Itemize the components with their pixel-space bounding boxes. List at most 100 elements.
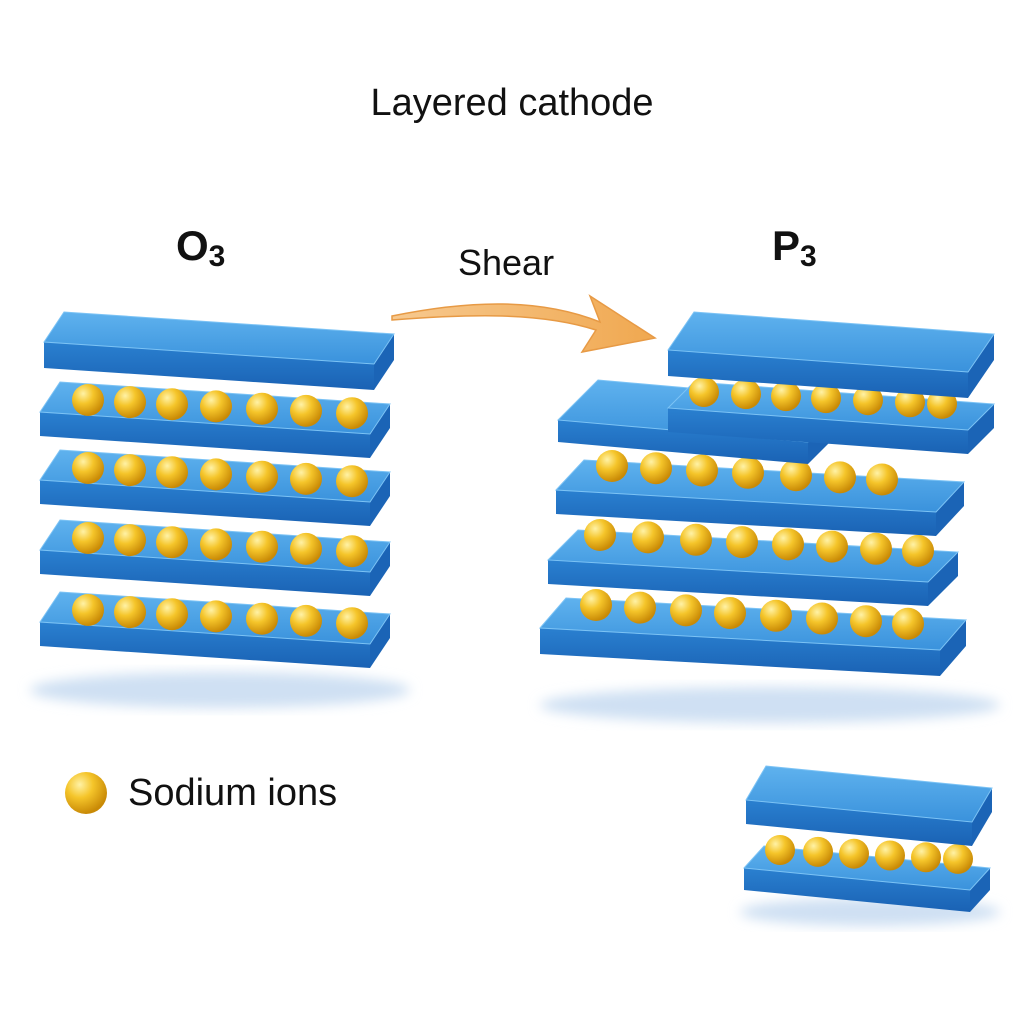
o3-layer-3-ion-5: [290, 462, 322, 495]
o3-slab-top: [43, 311, 395, 390]
p3-slab-top-side: [968, 334, 994, 398]
p3-slab-4b-front: [668, 408, 968, 454]
small-layer-ion-5: [943, 843, 973, 874]
o3-layer-4-ion-3: [200, 390, 232, 423]
o3-slab-top-front: [44, 342, 374, 390]
p3-layer-1-ion-5: [806, 602, 838, 635]
small-slab-top-top: [745, 765, 993, 823]
p3-layer-4-ion-2: [771, 381, 801, 412]
o3-slab-1-front: [40, 622, 370, 668]
p3-layer-3-ion-1: [640, 452, 672, 485]
o3-layer-4-ion-6: [336, 397, 368, 430]
p3-layer-2-ion-1: [632, 521, 664, 554]
small-slab-top-front: [746, 800, 972, 846]
legend-ion-icon: [65, 772, 107, 814]
p3-layer-1-ion-2: [670, 594, 702, 627]
o3-layer-2-ion-3: [200, 528, 232, 561]
small-layer-ion-1: [803, 836, 833, 867]
diagram-title: Layered cathode: [370, 82, 654, 124]
p3-layer-1-ion-7: [892, 607, 924, 640]
o3-layer-1-ion-6: [336, 607, 368, 640]
o3-layer-2-ion-2: [156, 526, 188, 559]
small-layer-ion-2: [839, 838, 869, 869]
legend-label: Sodium ions: [128, 772, 338, 814]
p3-layer-4-ion-0: [689, 377, 719, 407]
p3-layer-4-ion-5: [895, 387, 925, 418]
small-slab-top: [745, 765, 993, 846]
p3-layer-2-ion-0: [584, 519, 616, 551]
p3-layer-1-ion-1: [624, 591, 656, 624]
p3-layer-3-ion-5: [824, 461, 856, 494]
p3-slab-top: [667, 311, 995, 398]
o3-layer-1-ion-2: [156, 598, 188, 631]
o3-layer-4-ion-5: [290, 394, 322, 427]
o3-layer-4-ion-1: [114, 386, 146, 419]
o3-slab-2-front: [40, 550, 370, 596]
p3-shadow: [540, 687, 1000, 723]
p3-layer-2-ion-6: [860, 532, 892, 565]
p3-slab-4-front: [558, 420, 808, 464]
o3-layer-3-ion-4: [246, 460, 278, 493]
o3-slab-top-side: [374, 334, 394, 390]
o3-layer-3-ion-6: [336, 465, 368, 498]
o3-slab-4-side: [370, 404, 390, 458]
small-slab-bottom-front: [744, 868, 970, 912]
p3-slab-3-front: [556, 490, 936, 536]
o3-layer-2-ion-6: [336, 535, 368, 568]
p3-layer-1-ion-0: [580, 589, 612, 621]
p3-layer-4-ion-1: [731, 379, 761, 410]
small-layer-ion-3: [875, 840, 905, 871]
p3-slab-4b-side: [968, 404, 994, 454]
p3-layer-2-ion-4: [772, 528, 804, 561]
o3-shadow: [30, 672, 410, 708]
p3-slab-1-front: [540, 628, 940, 676]
p3-slab-2-side: [928, 552, 958, 606]
o3-layer-3-ion-2: [156, 456, 188, 489]
o3-slab-2-side: [370, 542, 390, 596]
o3-layer-1-ion-5: [290, 604, 322, 637]
small-slab-bottom-side: [970, 868, 990, 912]
p3-layer-3-ion-6: [866, 463, 898, 496]
o3-layer-2-ion-5: [290, 532, 322, 565]
o3-slab-3-side: [370, 472, 390, 526]
p3-stack: [538, 311, 996, 676]
o3-layer-2-ion-1: [114, 524, 146, 557]
p3-layer-2-ion-7: [902, 534, 934, 567]
small-layer-ion-4: [911, 842, 941, 873]
p3-layer-4-ion-3: [811, 383, 841, 414]
shear-arrow: [391, 294, 657, 354]
p3-layer-1-ion-3: [714, 597, 746, 630]
small-layer-ion-0: [765, 835, 795, 865]
p3-layer-3-ion-2: [686, 454, 718, 487]
o3-layer-4-ion-4: [246, 392, 278, 425]
p3-label: P3: [772, 222, 817, 273]
o3-slab-top-top: [43, 311, 395, 365]
o3-layer-1-ion-1: [114, 596, 146, 629]
shear-label: Shear: [458, 242, 555, 283]
p3-layer-2-ion-2: [680, 523, 712, 556]
p3-slab-top-top: [667, 311, 995, 373]
p3-layer-1-ion-4: [760, 599, 792, 632]
o3-layer-3-ion-3: [200, 458, 232, 491]
o3-layer-4-ion-0: [72, 384, 104, 416]
o3-layer-1-ion-3: [200, 600, 232, 633]
o3-label: O3: [176, 222, 226, 273]
o3-slab-3-front: [40, 480, 370, 526]
o3-slab-4-front: [40, 412, 370, 458]
p3-layer-2-ion-3: [726, 526, 758, 559]
o3-layer-1-ion-0: [72, 594, 104, 626]
p3-layer-3-ion-4: [780, 459, 812, 492]
o3-layer-2-ion-0: [72, 522, 104, 554]
p3-layer-3-ion-3: [732, 456, 764, 489]
small-stack: [742, 765, 993, 912]
o3-layer-4-ion-2: [156, 388, 188, 421]
o3-slab-1-side: [370, 614, 390, 668]
p3-slab-2-front: [548, 560, 928, 606]
o3-layer-1-ion-4: [246, 602, 278, 635]
o3-layer-2-ion-4: [246, 530, 278, 563]
o3-layer-3-ion-0: [72, 452, 104, 484]
p3-layer-3-ion-0: [596, 450, 628, 482]
p3-layer-2-ion-5: [816, 530, 848, 563]
o3-layer-3-ion-1: [114, 454, 146, 487]
p3-slab-3-side: [936, 482, 964, 536]
